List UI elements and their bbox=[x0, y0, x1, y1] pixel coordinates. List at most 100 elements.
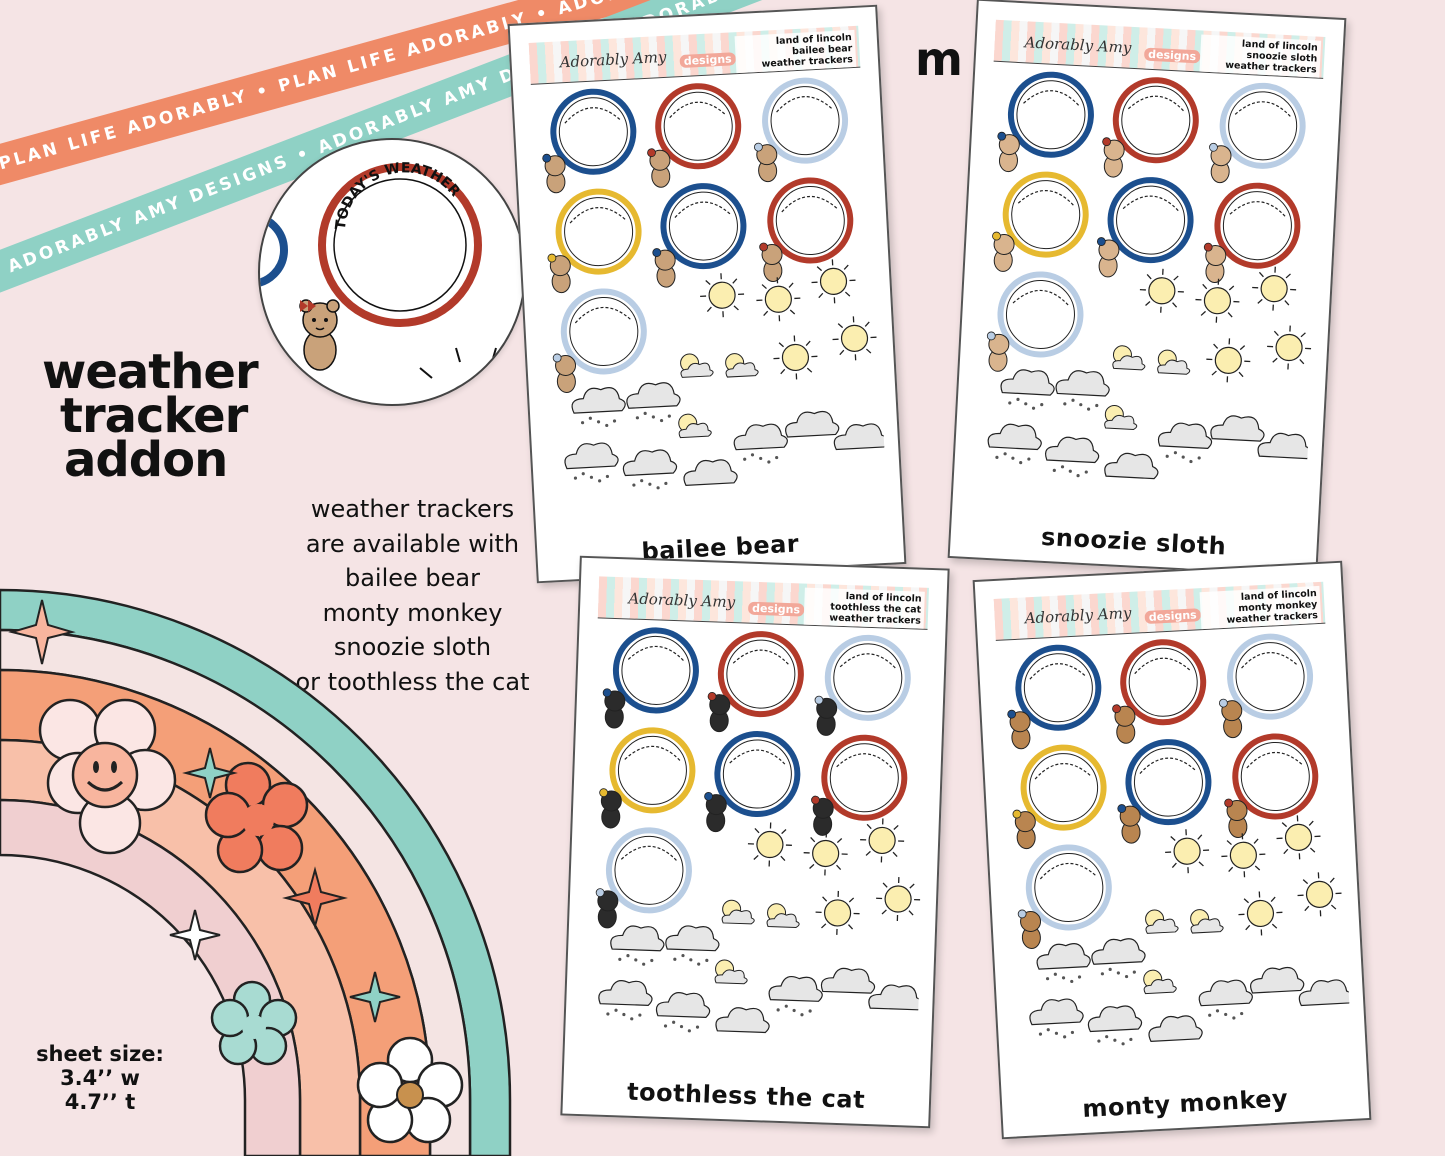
sun-icon bbox=[815, 890, 860, 935]
storm-cloud-icon bbox=[733, 423, 788, 464]
rain-cloud-icon bbox=[1044, 436, 1100, 478]
zoom-detail-circle: TODAY'S WEATHER bbox=[258, 138, 526, 406]
tracker-light-blue bbox=[814, 634, 911, 736]
sheet-size-label: sheet size: bbox=[36, 1042, 164, 1066]
partly-cloudy-icon bbox=[1190, 909, 1224, 934]
rain-cloud-icon bbox=[665, 925, 720, 966]
sun-icon bbox=[773, 335, 818, 380]
brand-logo-sub: designs bbox=[1143, 47, 1201, 64]
tracker-red bbox=[811, 734, 908, 836]
availability-line: bailee bear bbox=[344, 564, 480, 592]
cloud-icon bbox=[683, 459, 738, 486]
teal-flower-icon bbox=[210, 980, 298, 1066]
tracker-red bbox=[1112, 639, 1207, 744]
sheet-stickers bbox=[996, 626, 1352, 1059]
brand-logo-sub: designs bbox=[1144, 608, 1201, 625]
brand-logo: Adorably Amy bbox=[1024, 33, 1132, 57]
rain-cloud-icon bbox=[564, 442, 619, 483]
storm-cloud-icon bbox=[768, 976, 823, 1017]
partly-cloudy-icon bbox=[1104, 404, 1138, 430]
sun-icon bbox=[1238, 891, 1283, 936]
storm-cloud-icon bbox=[1198, 979, 1253, 1020]
sticker-sheet-bailee-bear[interactable]: Adorably Amy designs land of lincoln bai… bbox=[507, 4, 907, 584]
partly-cloudy-icon bbox=[678, 413, 712, 439]
title-line: addon bbox=[64, 432, 228, 488]
tracker-red bbox=[1203, 182, 1301, 284]
rain-cloud-icon bbox=[622, 449, 678, 490]
tracker-light-blue bbox=[986, 271, 1084, 372]
orange-flower-icon bbox=[204, 761, 309, 874]
tracker-navy bbox=[1007, 644, 1102, 750]
sheet-size-width: 3.4’’ w bbox=[60, 1066, 140, 1090]
cloud-icon bbox=[820, 967, 876, 994]
cloud-icon bbox=[785, 410, 840, 438]
sticker-sheet-snoozie-sloth[interactable]: Adorably Amy designs land of lincoln sno… bbox=[947, 0, 1347, 578]
weather-sticker-layout bbox=[542, 77, 887, 490]
tracker-yellow bbox=[992, 171, 1089, 272]
product-title: weather tracker addon bbox=[42, 344, 259, 488]
cloud-icon bbox=[833, 423, 887, 451]
tracker-light-blue bbox=[753, 77, 849, 183]
tracker-navy bbox=[1096, 177, 1194, 278]
brand-logo: Adorably Amy bbox=[628, 589, 736, 612]
tracker-light-blue bbox=[1017, 844, 1112, 949]
tracker-navy bbox=[704, 731, 801, 833]
sheet-header-text: land of lincoln snoozie sloth weather tr… bbox=[1199, 34, 1322, 78]
tracker-navy bbox=[542, 88, 637, 194]
cloud-icon bbox=[715, 1007, 770, 1034]
sun-icon bbox=[876, 877, 921, 922]
tracker-red bbox=[647, 83, 742, 188]
partly-cloudy-icon bbox=[766, 903, 800, 928]
sheet-size-height: 4.7’’ t bbox=[64, 1090, 136, 1114]
partly-cloudy-icon bbox=[721, 899, 755, 925]
rain-cloud-icon bbox=[1091, 938, 1146, 979]
tracker-light-blue bbox=[1209, 82, 1306, 184]
brand-logo-sub: designs bbox=[747, 601, 805, 617]
tracker-navy bbox=[602, 627, 699, 729]
sun-icon bbox=[1206, 338, 1251, 383]
title-line: tracker bbox=[60, 388, 248, 444]
title-line: weather bbox=[42, 344, 259, 400]
sheet-header-text: land of lincoln monty monkey weather tra… bbox=[1199, 585, 1322, 630]
sun-icon bbox=[1195, 278, 1240, 323]
rain-cloud-icon bbox=[1055, 370, 1110, 411]
tracker-navy bbox=[997, 71, 1094, 173]
sun-icon bbox=[1165, 829, 1210, 874]
sun-icon bbox=[860, 818, 905, 863]
cloud-icon bbox=[1250, 966, 1305, 994]
tracker-red bbox=[1224, 733, 1319, 839]
sun-icon bbox=[803, 831, 848, 876]
rain-cloud-icon bbox=[598, 980, 653, 1021]
brand-logo-sub: designs bbox=[679, 52, 736, 69]
sticker-sheet-toothless-the-cat[interactable]: Adorably Amy designs land of lincoln too… bbox=[560, 555, 950, 1129]
sheet-header-text: land of lincoln bailee bear weather trac… bbox=[734, 29, 857, 74]
tracker-navy bbox=[1117, 739, 1212, 844]
cloud-icon bbox=[1257, 432, 1312, 460]
tracker-yellow bbox=[1012, 744, 1107, 850]
sun-icon bbox=[700, 273, 745, 318]
rainbow-illustration bbox=[0, 588, 512, 1156]
sheet-stickers bbox=[531, 70, 887, 503]
cloud-icon bbox=[1298, 979, 1352, 1007]
rain-cloud-icon bbox=[610, 925, 665, 966]
partly-cloudy-icon bbox=[725, 353, 759, 378]
rain-cloud-icon bbox=[987, 423, 1042, 465]
cloud-icon bbox=[868, 984, 923, 1011]
tracker-yellow bbox=[599, 727, 696, 829]
brand-logo: Adorably Amy bbox=[559, 47, 667, 72]
sheet-label: monty monkey bbox=[1081, 1084, 1289, 1124]
sun-icon bbox=[1276, 815, 1321, 860]
sun-icon bbox=[832, 316, 877, 361]
sun-icon bbox=[747, 822, 792, 867]
cloud-icon bbox=[1148, 1015, 1203, 1042]
sheet-stickers bbox=[972, 64, 1323, 497]
rain-cloud-icon bbox=[1029, 998, 1084, 1039]
rain-cloud-icon bbox=[1036, 943, 1091, 984]
sticker-sheet-monty-monkey[interactable]: Adorably Amy designs land of lincoln mon… bbox=[972, 560, 1372, 1140]
smiley-flower-icon bbox=[38, 698, 177, 855]
tracker-light-blue bbox=[552, 288, 647, 393]
partly-cloudy-icon bbox=[714, 959, 748, 985]
cloud-icon bbox=[1210, 415, 1265, 442]
partly-cloudy-icon bbox=[1143, 969, 1177, 995]
partly-cloudy-icon bbox=[1145, 909, 1179, 934]
